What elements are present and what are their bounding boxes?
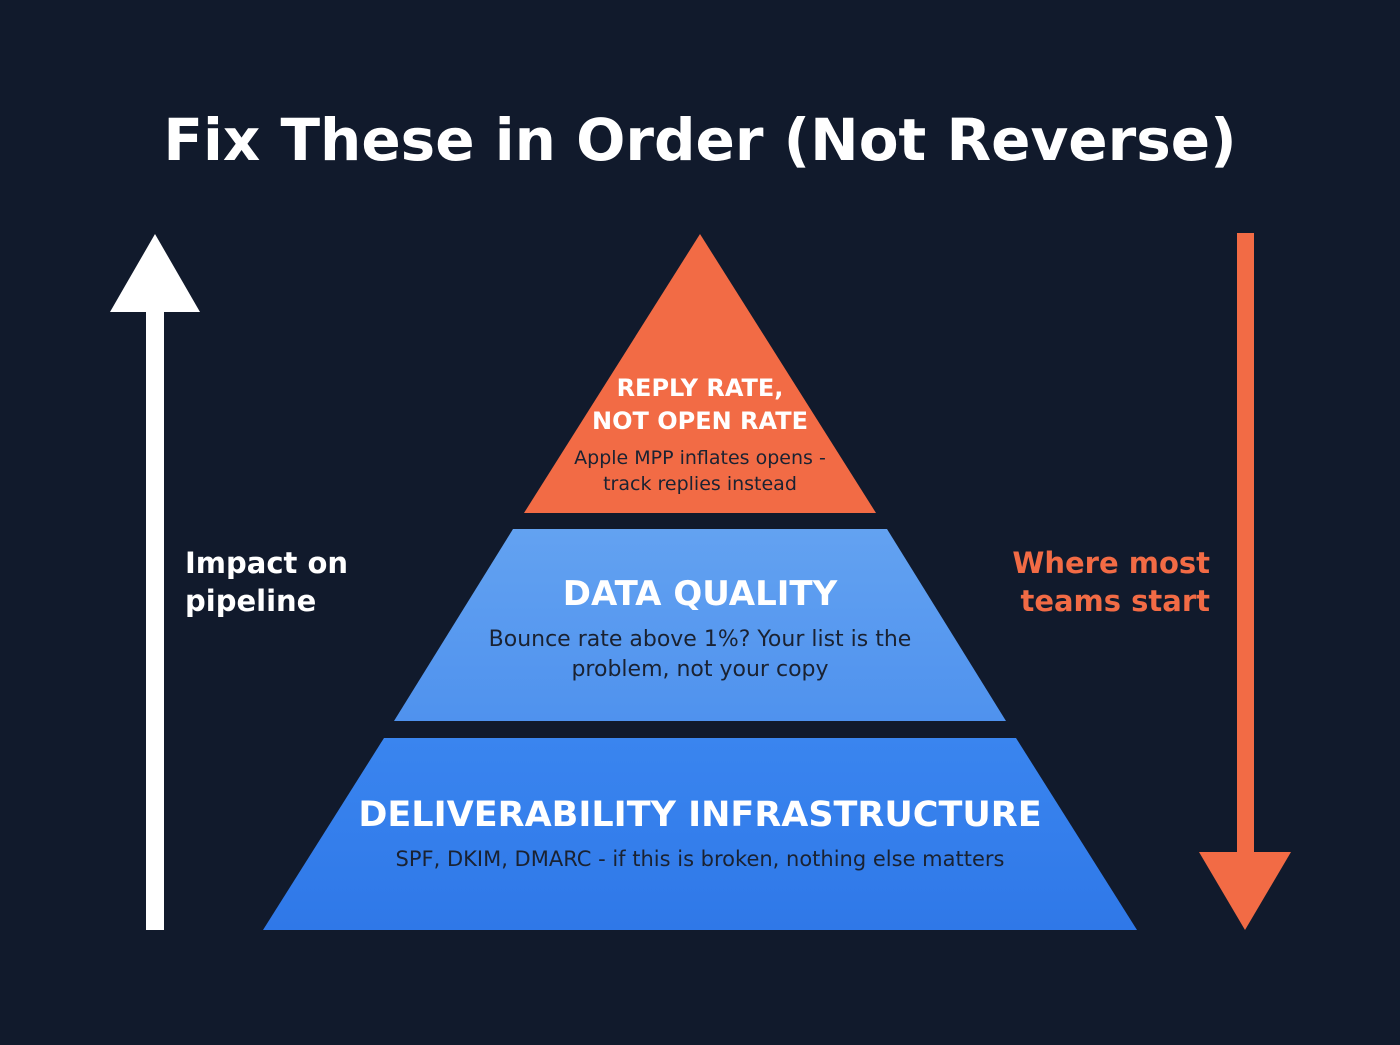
left-axis-label-line: Impact on	[185, 546, 349, 580]
tier-middle-description: Bounce rate above 1%? Your list is the	[488, 627, 912, 652]
pyramid-tier-middle	[394, 529, 1006, 721]
pyramid-tier-bottom	[263, 738, 1137, 930]
tier-middle-text: DATA QUALITY Bounce rate above 1%? Your …	[400, 572, 1000, 685]
right-axis-label-line: teams start	[1020, 584, 1210, 618]
tier-top-text: REPLY RATE, NOT OPEN RATE Apple MPP infl…	[500, 372, 900, 497]
tier-middle-description: problem, not your copy	[571, 657, 829, 682]
tier-bottom-heading: DELIVERABILITY INFRASTRUCTURE	[358, 795, 1042, 835]
right-axis-label-line: Where most	[1012, 546, 1210, 580]
down-arrow-icon	[1199, 233, 1291, 930]
pyramid-tier-top	[524, 234, 876, 513]
tier-middle-heading: DATA QUALITY	[562, 574, 838, 614]
tier-bottom-description: SPF, DKIM, DMARC - if this is broken, no…	[395, 847, 1005, 871]
tier-top-heading: REPLY RATE,	[616, 374, 784, 402]
tier-top-heading: NOT OPEN RATE	[592, 407, 808, 435]
right-axis-label: Where most teams start	[1012, 544, 1210, 620]
tier-top-description: track replies instead	[603, 473, 797, 495]
up-arrow-icon	[110, 234, 200, 930]
left-axis-label-line: pipeline	[185, 584, 317, 618]
page-title: Fix These in Order (Not Reverse)	[163, 106, 1237, 174]
tier-bottom-text: DELIVERABILITY INFRASTRUCTURE SPF, DKIM,…	[280, 792, 1120, 874]
tier-top-description: Apple MPP inflates opens -	[574, 447, 826, 469]
left-axis-label: Impact on pipeline	[185, 544, 348, 620]
